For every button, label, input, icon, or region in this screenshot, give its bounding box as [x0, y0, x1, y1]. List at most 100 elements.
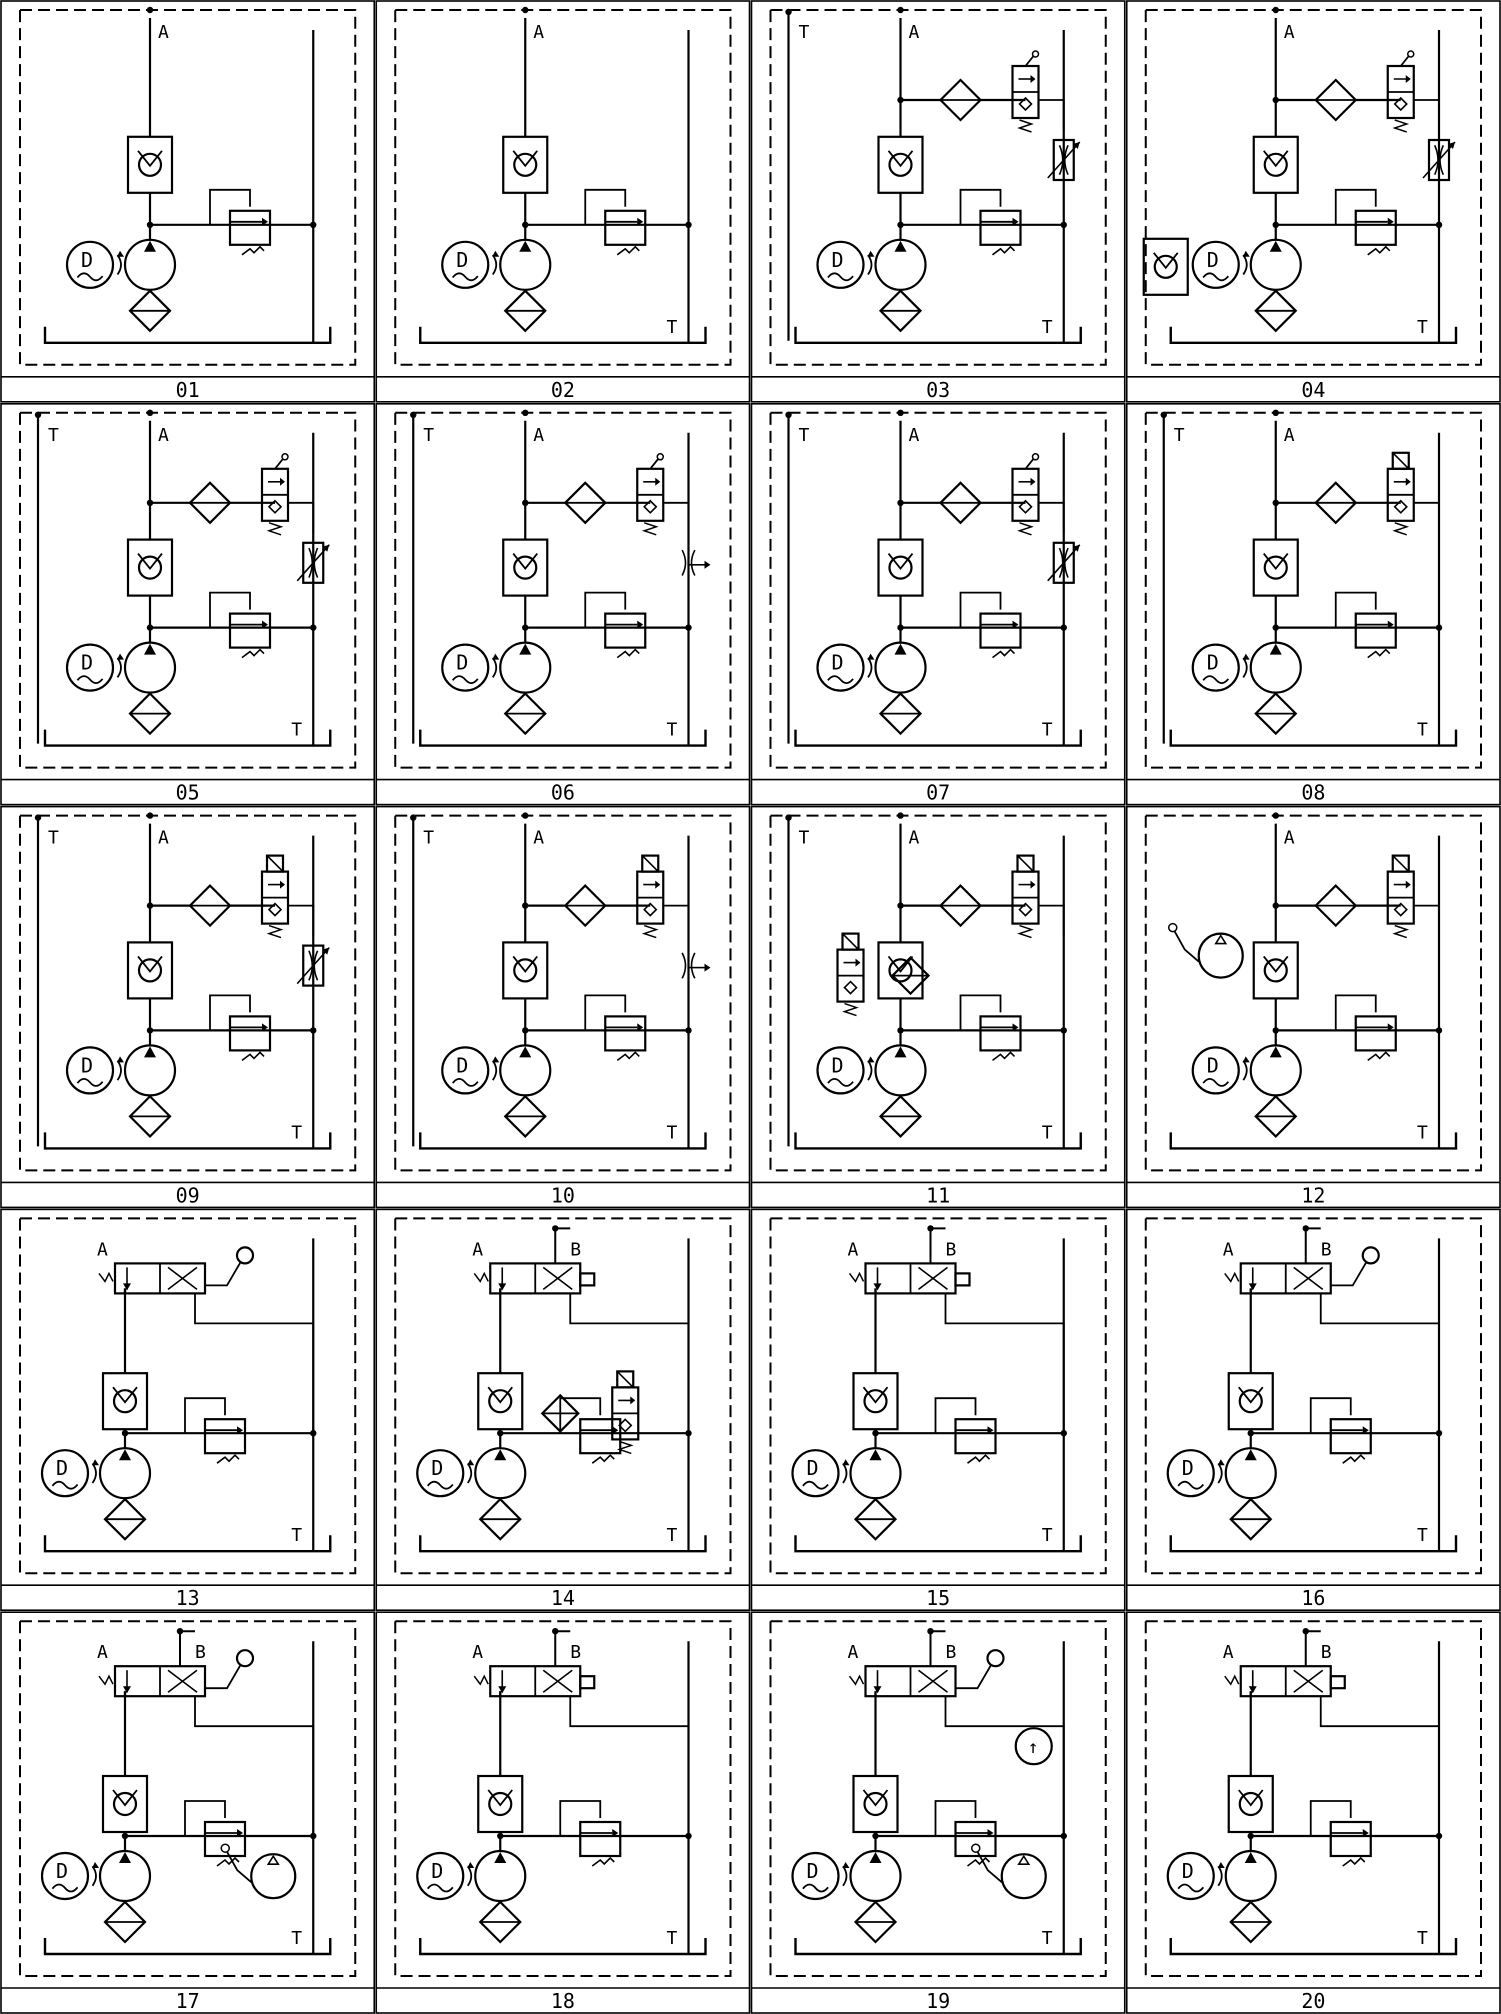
- orifice: [681, 952, 696, 979]
- check-valve-ball: [888, 958, 913, 983]
- filter-symbol: [1254, 289, 1298, 333]
- cell-border: [0, 0, 376, 403]
- pipe-line: [959, 994, 1002, 1031]
- junction-dot: [34, 814, 42, 821]
- cell-border: [375, 402, 751, 806]
- filter-symbol: [188, 884, 232, 928]
- cell-border: [750, 402, 1126, 806]
- unit-boundary: [1144, 411, 1482, 769]
- coupling-arc: [1217, 1865, 1223, 1887]
- pipe-line: [1169, 729, 1458, 747]
- unit-boundary: [769, 1217, 1107, 1575]
- hand-pump: [250, 1853, 297, 1900]
- pipe-line: [1293, 1669, 1324, 1693]
- motor-letter: D: [807, 1456, 819, 1480]
- relief-arrow: [1362, 1426, 1369, 1435]
- relief-valve: [228, 209, 272, 246]
- pipe-line: [794, 1132, 1082, 1150]
- filter-symbol: [853, 1900, 898, 1944]
- pipe-line: [473, 1674, 489, 1686]
- cell-border: [375, 1611, 751, 2014]
- motor-symbol: [816, 643, 865, 692]
- filter-symbol: [128, 692, 172, 736]
- junction-dot: [522, 409, 529, 416]
- pipe-line: [266, 522, 284, 536]
- pipe-line: [1367, 1051, 1391, 1062]
- throttle-valve: [302, 541, 325, 584]
- pipe-line: [641, 924, 659, 939]
- unit-boundary: [394, 9, 732, 366]
- valve-check: [267, 902, 283, 917]
- solenoid-box: [841, 932, 860, 951]
- coupling-arrow: [1242, 653, 1250, 660]
- motor-symbol: [791, 1449, 840, 1498]
- relief-valve: [954, 1820, 997, 1858]
- pipe-line: [137, 553, 163, 571]
- coupling-arrow: [467, 1862, 475, 1868]
- pipe-line: [1334, 591, 1377, 628]
- coupling-arrow: [1242, 1056, 1250, 1063]
- valve-arrow: [123, 1283, 131, 1291]
- circuit-number: 09: [176, 1183, 200, 1207]
- circuit-number: 18: [551, 1989, 575, 2013]
- pipe-line: [1024, 458, 1035, 470]
- throttle-valve: [1052, 541, 1075, 584]
- pipe-line: [649, 458, 659, 470]
- pipe-line: [419, 1535, 707, 1553]
- motor-symbol: [1191, 240, 1240, 289]
- motor-letter: D: [81, 1053, 93, 1077]
- relief-arrow: [637, 620, 644, 629]
- pipe-line: [794, 326, 1082, 344]
- coupling-arc: [867, 1060, 873, 1081]
- motor-wave: [51, 1480, 79, 1490]
- cell-border: [750, 0, 1126, 403]
- filter-symbol: [1229, 1497, 1273, 1541]
- valve-arrow: [630, 1396, 636, 1405]
- motor-wave: [827, 272, 854, 282]
- junction-dot: [927, 1628, 934, 1635]
- coupling-arc: [91, 1865, 97, 1887]
- pipe-line: [98, 1674, 114, 1686]
- relief-valve: [579, 1820, 622, 1858]
- junction-dot: [785, 814, 792, 821]
- lever-knob: [220, 1843, 230, 1853]
- pipe-line: [241, 245, 265, 256]
- relief-arrow: [612, 1426, 619, 1435]
- pipe-line: [43, 326, 332, 344]
- pipe-line: [934, 1800, 977, 1836]
- valve-arrow: [1248, 1283, 1257, 1291]
- cell-border: [750, 805, 1126, 1209]
- pipe-line: [1392, 855, 1410, 873]
- solenoid-box: [954, 1272, 971, 1287]
- throttle-valve: [302, 944, 325, 987]
- check-valve-ball: [137, 958, 163, 983]
- port-label: A: [848, 1239, 859, 1260]
- port-label: A: [97, 1239, 108, 1260]
- relief-valve: [228, 1015, 272, 1052]
- relief-valve: [579, 1418, 622, 1455]
- pipe-line: [205, 1663, 242, 1690]
- pipe-line: [296, 544, 330, 582]
- motor-letter: D: [81, 248, 93, 272]
- check-valve-ball: [888, 555, 913, 580]
- relief-arrow: [612, 1829, 619, 1837]
- check-valve-ball: [137, 152, 163, 177]
- motor-letter: D: [1207, 651, 1219, 675]
- solenoid-box: [1391, 451, 1410, 470]
- pipe-line: [1238, 1386, 1264, 1404]
- port-label: T: [1417, 1928, 1428, 1949]
- valve-check: [843, 980, 858, 995]
- filter-symbol: [563, 884, 607, 928]
- pipe-line: [862, 1789, 889, 1807]
- valve-arrow: [1405, 880, 1411, 889]
- check-valve-box: [101, 1774, 149, 1834]
